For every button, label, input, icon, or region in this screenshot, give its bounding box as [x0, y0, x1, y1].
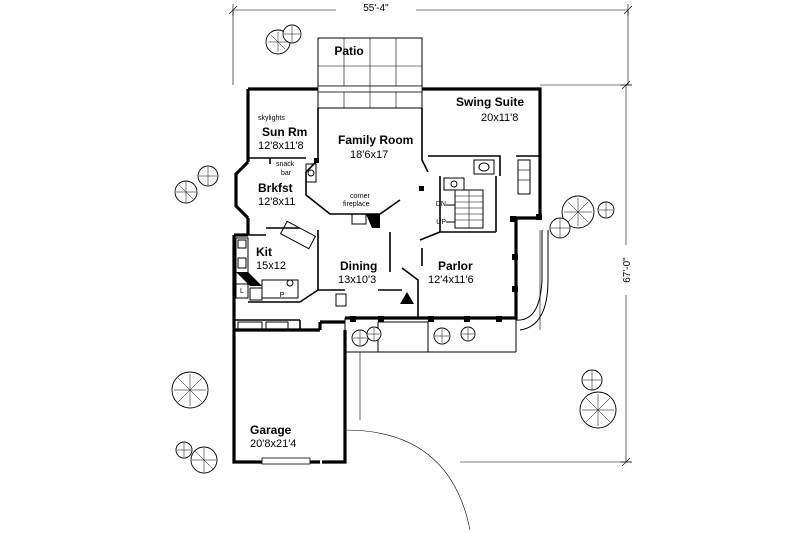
width-dimension-line — [228, 4, 633, 85]
tree-icon — [190, 446, 218, 474]
staircase — [446, 189, 484, 229]
tree-icon — [282, 24, 302, 44]
columns — [314, 158, 542, 322]
sun-room-label: Sun Rm — [262, 125, 307, 139]
bath-fixtures — [443, 159, 531, 195]
overall-width-label: 55'-4" — [363, 3, 389, 14]
parlor-label: Parlor — [438, 259, 473, 273]
family-room-size: 18'6x17 — [350, 149, 388, 161]
tree-icon — [597, 201, 615, 219]
snack-bar — [305, 163, 317, 183]
tree-icon — [579, 391, 617, 429]
tree-icon — [351, 329, 369, 347]
dining-label: Dining — [340, 259, 377, 273]
tree-icon — [460, 326, 476, 342]
garage-label: Garage — [250, 423, 292, 437]
kitchen-counters — [235, 220, 317, 301]
stair-up-label: UP — [436, 219, 446, 226]
garage-door — [261, 457, 311, 465]
tree-icon — [171, 371, 209, 409]
laundry-area — [237, 293, 347, 331]
corner-fireplace — [351, 213, 380, 228]
snack-note: snack — [276, 161, 295, 168]
tree-icon — [366, 326, 382, 342]
garage-size: 20'8x21'4 — [250, 438, 296, 450]
tree-icon — [581, 369, 603, 391]
kitchen-label: Kit — [256, 245, 272, 259]
fireplace-note: fireplace — [343, 201, 370, 208]
sun-room-size: 12'8x11'8 — [258, 140, 304, 152]
driveway — [344, 352, 471, 531]
patio-doors — [317, 85, 423, 93]
patio-label: Patio — [334, 44, 363, 58]
stair-down-label: DN — [436, 201, 446, 208]
kitchen-size: 15x12 — [256, 260, 286, 272]
bar-note: bar — [281, 170, 292, 177]
tree-icon — [549, 217, 571, 239]
appliance-l-label: L — [240, 288, 244, 295]
tree-icon — [433, 327, 451, 345]
family-room-label: Family Room — [338, 133, 413, 147]
swing-suite-label: Swing Suite — [456, 95, 524, 109]
skylights-note: skylights — [258, 115, 285, 122]
dining-size: 13x10'3 — [338, 274, 376, 286]
tree-icon — [175, 441, 193, 459]
swing-suite-size: 20x11'8 — [481, 112, 518, 124]
appliance-p-label: P — [280, 292, 285, 299]
tree-icon — [197, 165, 219, 187]
tree-icon — [561, 195, 595, 229]
overall-depth-label: 67'-0" — [622, 257, 633, 283]
corner-note: corner — [350, 193, 371, 200]
entry-marker — [400, 292, 414, 304]
breakfast-label: Brkfst — [258, 181, 293, 195]
breakfast-size: 12'8x11 — [258, 196, 295, 208]
parlor-size: 12'4x11'6 — [428, 274, 474, 286]
tree-icon — [174, 180, 198, 204]
